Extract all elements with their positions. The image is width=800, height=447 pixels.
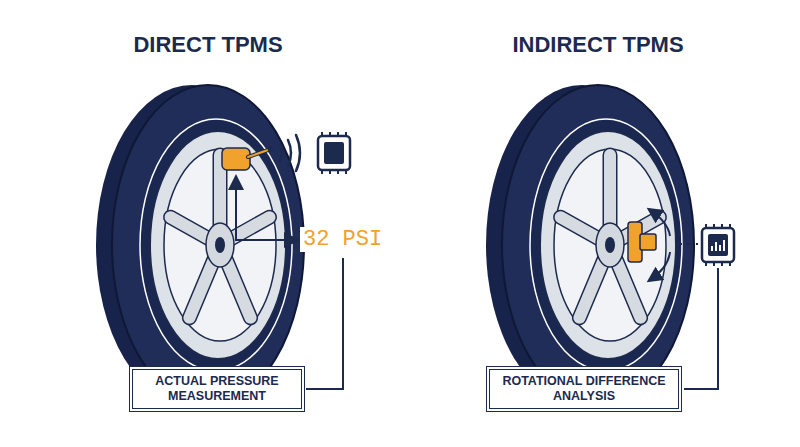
wheel-speed-sensor xyxy=(628,222,656,262)
box-text: ACTUAL PRESSURE MEASUREMENT xyxy=(141,374,293,404)
analysis-module xyxy=(702,224,734,266)
receiver-module xyxy=(318,132,350,174)
box-text: ROTATIONAL DIFFERENCE ANALYSIS xyxy=(498,374,670,404)
leader-line xyxy=(684,268,718,389)
indirect-wheel xyxy=(486,85,694,405)
signal-waves xyxy=(280,135,300,171)
section-heading: DIRECT TPMS xyxy=(133,32,282,58)
label-box: ACTUAL PRESSURE MEASUREMENT xyxy=(129,366,305,412)
data-link xyxy=(676,243,698,245)
reading-arrow xyxy=(236,178,343,389)
rotation-arrows xyxy=(650,210,670,280)
label-box: ROTATIONAL DIFFERENCE ANALYSIS xyxy=(486,366,682,412)
section-heading: INDIRECT TPMS xyxy=(512,32,683,58)
pressure-readout: 32 PSI xyxy=(300,227,385,252)
pressure-sensor xyxy=(222,147,273,171)
direct-wheel xyxy=(96,85,304,405)
